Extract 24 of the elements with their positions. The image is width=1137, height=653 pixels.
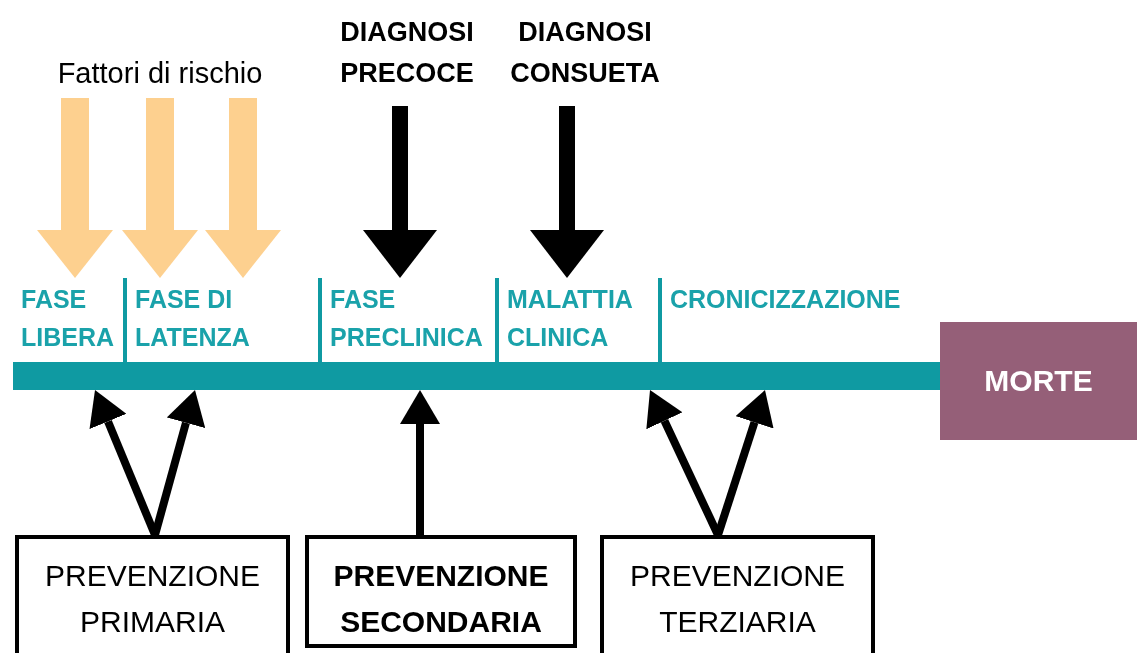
- arrow: [530, 106, 604, 278]
- arrow: [122, 98, 198, 278]
- phase-label: MALATTIA CLINICA: [506, 284, 633, 353]
- risk-factors-label: Fattori di rischio: [20, 52, 300, 94]
- timeline-phase: [658, 278, 940, 390]
- phase-label: CRONICIZZAZIONE: [669, 284, 902, 315]
- timeline-phase: [495, 278, 658, 390]
- phase-label: FASE DI LATENZA: [134, 284, 251, 353]
- arrow: [400, 390, 440, 535]
- prevention-box: PREVENZIONE SECONDARIA: [305, 535, 577, 648]
- prevention-box: PREVENZIONE PRIMARIA: [15, 535, 290, 653]
- arrow: [714, 390, 774, 537]
- timeline-phase: [123, 278, 318, 390]
- arrow: [363, 106, 437, 278]
- timeline-phase: [318, 278, 495, 390]
- death-box: MORTE: [940, 322, 1137, 440]
- phase-label: FASE PRECLINICA: [329, 284, 484, 353]
- diagnosis-label: DIAGNOSI CONSUETA: [496, 12, 674, 102]
- prevention-box: PREVENZIONE TERZIARIA: [600, 535, 875, 653]
- diagnosis-label: DIAGNOSI PRECOCE: [318, 12, 496, 102]
- arrow: [205, 98, 281, 278]
- arrow: [151, 390, 206, 537]
- phase-label: FASE LIBERA: [20, 284, 116, 353]
- arrow: [37, 98, 113, 278]
